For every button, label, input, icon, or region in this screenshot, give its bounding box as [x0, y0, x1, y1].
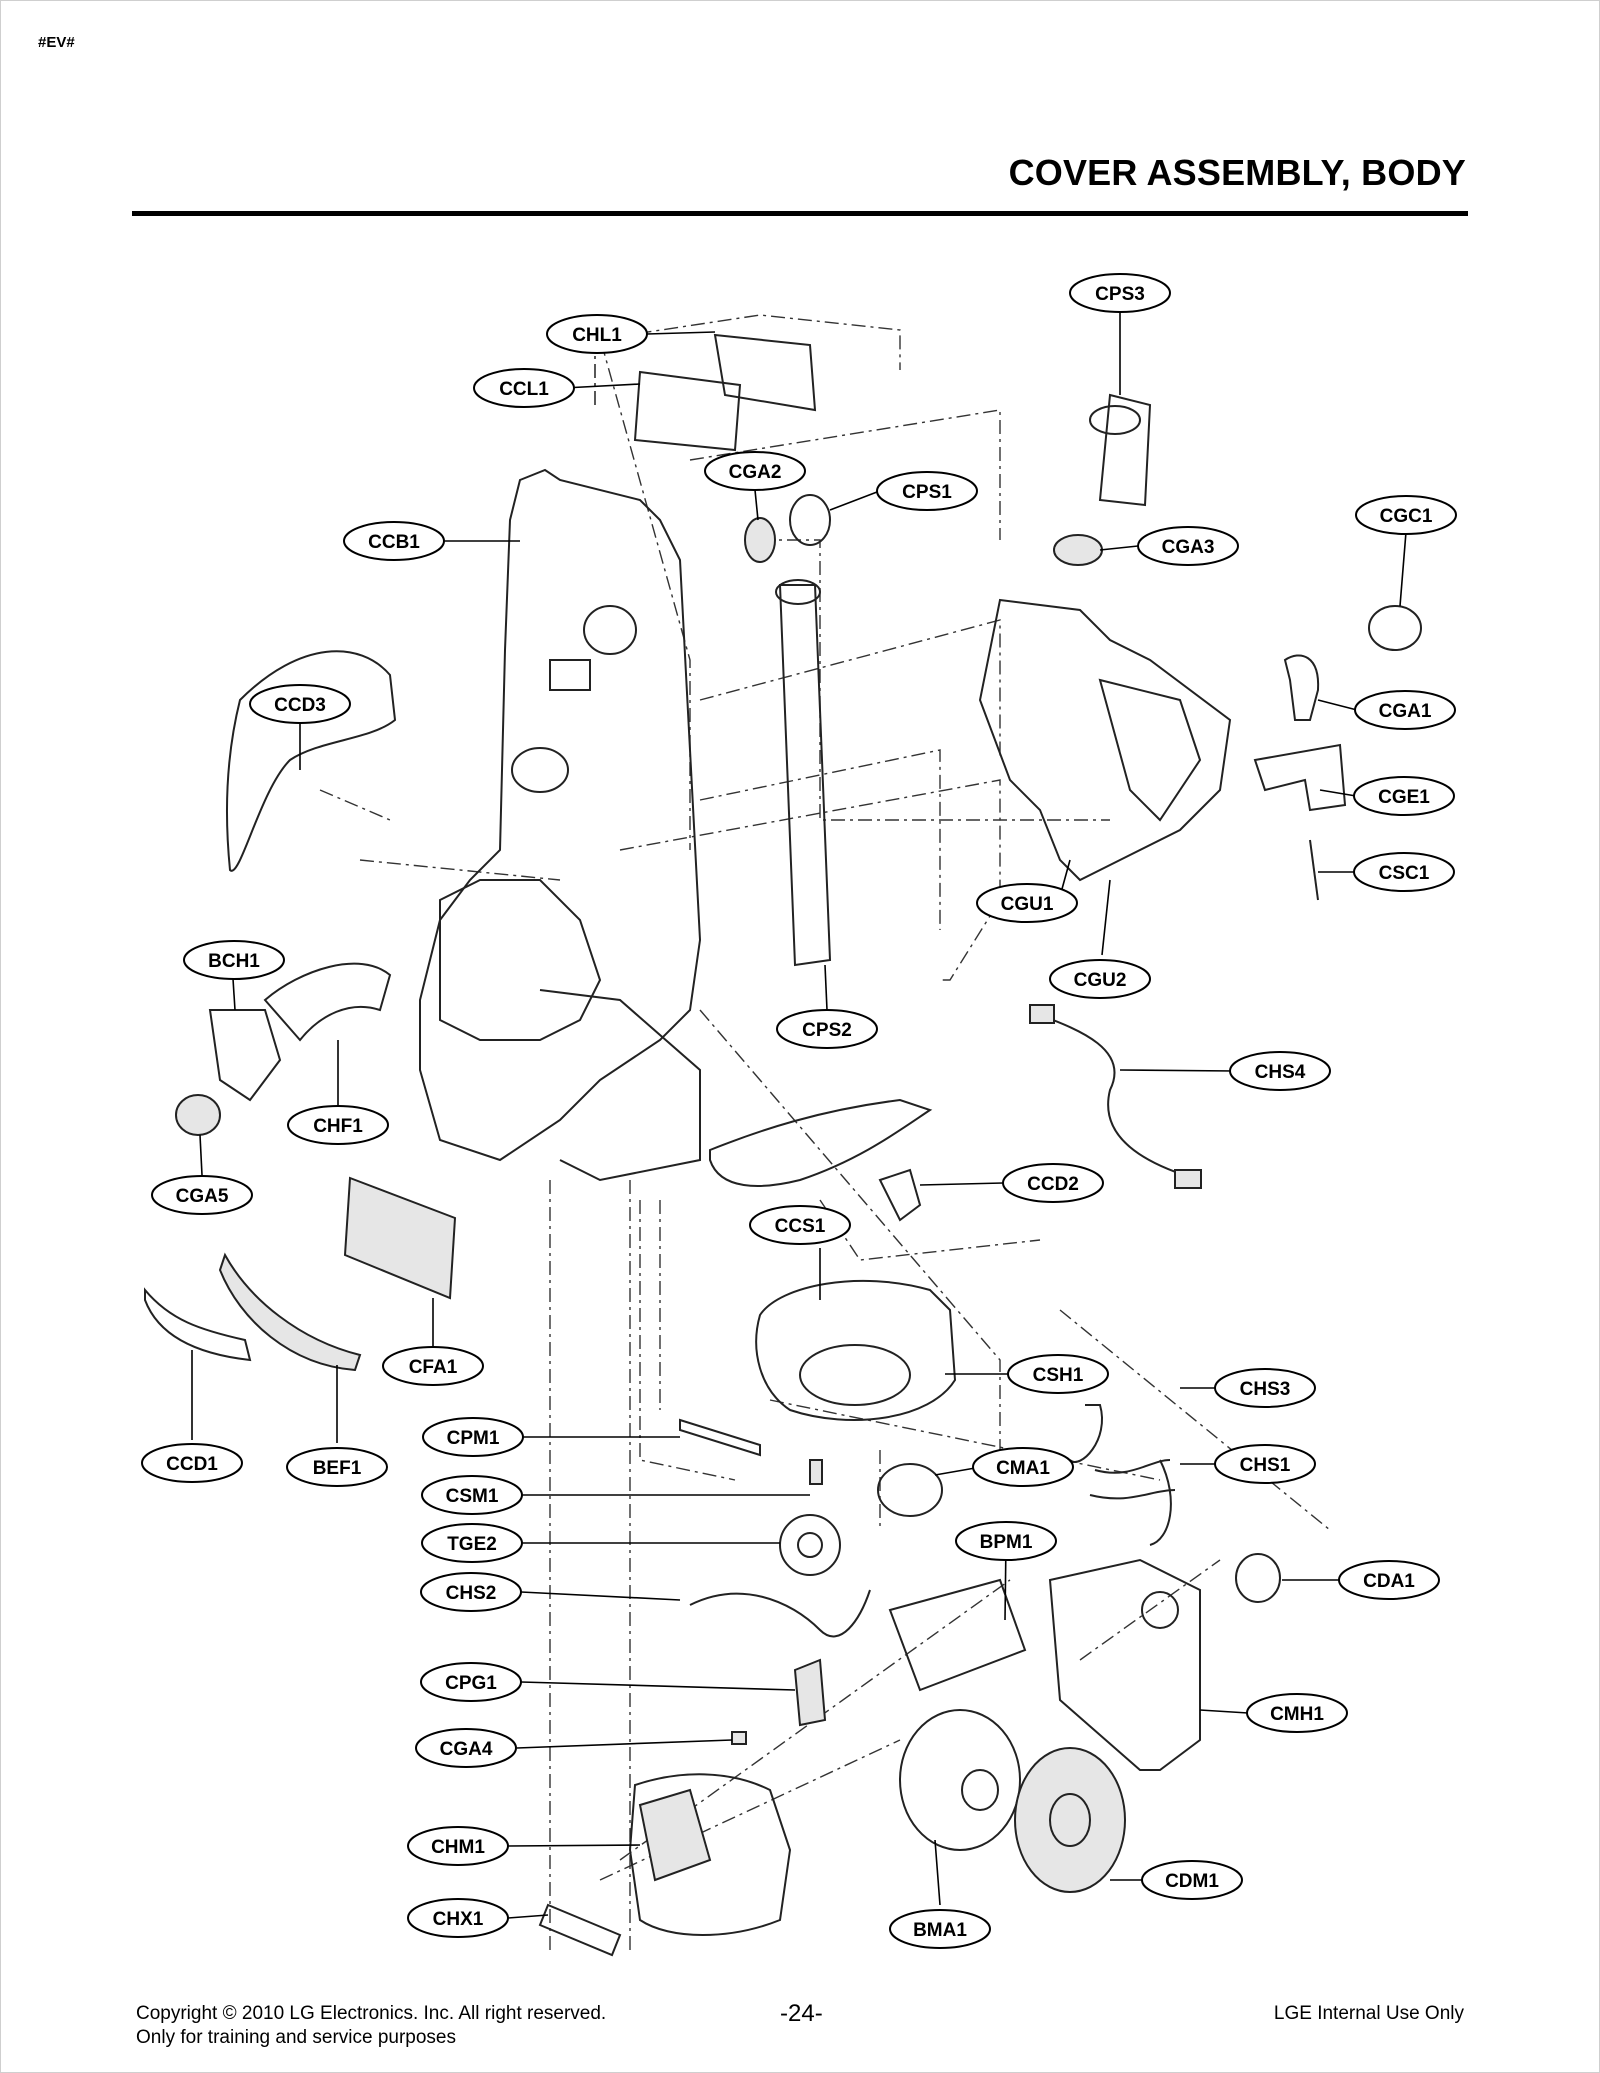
callout-bpm1: BPM1 — [955, 1521, 1057, 1561]
callout-bch1: BCH1 — [183, 940, 285, 980]
callout-cga1: CGA1 — [1354, 690, 1456, 730]
svg-text:CHF1: CHF1 — [313, 1116, 363, 1137]
svg-text:CCD3: CCD3 — [274, 695, 326, 716]
callout-ccd3: CCD3 — [249, 684, 351, 724]
callout-chx1: CHX1 — [407, 1898, 509, 1938]
svg-text:CHS2: CHS2 — [446, 1583, 497, 1604]
callout-cps1: CPS1 — [876, 471, 978, 511]
callout-chs4: CHS4 — [1229, 1051, 1331, 1091]
svg-text:CHS4: CHS4 — [1255, 1062, 1306, 1083]
svg-text:CCB1: CCB1 — [368, 532, 420, 553]
callout-bma1: BMA1 — [889, 1909, 991, 1949]
svg-text:CPS2: CPS2 — [802, 1020, 852, 1041]
callout-chf1: CHF1 — [287, 1105, 389, 1145]
svg-text:TGE2: TGE2 — [447, 1534, 497, 1555]
svg-text:CGC1: CGC1 — [1380, 506, 1433, 527]
svg-text:BPM1: BPM1 — [980, 1532, 1033, 1553]
svg-text:CHS3: CHS3 — [1240, 1379, 1291, 1400]
callout-ccb1: CCB1 — [343, 521, 445, 561]
callout-cga2: CGA2 — [704, 451, 806, 491]
callout-cga5: CGA5 — [151, 1175, 253, 1215]
svg-text:BCH1: BCH1 — [208, 951, 260, 972]
callout-ccd1: CCD1 — [141, 1443, 243, 1483]
svg-text:CPS1: CPS1 — [902, 482, 952, 503]
svg-text:CDA1: CDA1 — [1363, 1571, 1415, 1592]
part-outlines — [144, 333, 1422, 1957]
svg-text:CGA3: CGA3 — [1162, 537, 1215, 558]
svg-text:CGA4: CGA4 — [440, 1739, 493, 1760]
page-number: -24- — [780, 2000, 823, 2027]
callout-cma1: CMA1 — [972, 1447, 1074, 1487]
callout-cpm1: CPM1 — [422, 1417, 524, 1457]
callout-cgc1: CGC1 — [1355, 495, 1457, 535]
footer-internal-use: LGE Internal Use Only — [1273, 2003, 1464, 2024]
callout-cmh1: CMH1 — [1246, 1693, 1348, 1733]
svg-text:CPG1: CPG1 — [445, 1673, 497, 1694]
svg-text:CHS1: CHS1 — [1240, 1455, 1291, 1476]
callout-cpg1: CPG1 — [420, 1662, 522, 1702]
callout-chs1: CHS1 — [1214, 1444, 1316, 1484]
document-code: #EV# — [38, 34, 75, 51]
svg-text:CPM1: CPM1 — [447, 1428, 500, 1449]
svg-text:BMA1: BMA1 — [913, 1920, 967, 1941]
callout-cga3: CGA3 — [1137, 526, 1239, 566]
svg-text:CMA1: CMA1 — [996, 1458, 1050, 1479]
callout-cps3: CPS3 — [1069, 273, 1171, 313]
callout-chs2: CHS2 — [420, 1572, 522, 1612]
callout-cga4: CGA4 — [415, 1728, 517, 1768]
svg-text:CPS3: CPS3 — [1095, 284, 1145, 305]
footer-copyright: Copyright © 2010 LG Electronics. Inc. Al… — [136, 2003, 607, 2024]
svg-text:CGE1: CGE1 — [1378, 787, 1430, 808]
callout-csh1: CSH1 — [1007, 1354, 1109, 1394]
callout-ccs1: CCS1 — [749, 1205, 851, 1245]
title-rule — [132, 211, 1468, 216]
callout-ccd2: CCD2 — [1002, 1163, 1104, 1203]
svg-text:CSM1: CSM1 — [446, 1486, 499, 1507]
callout-bef1: BEF1 — [286, 1447, 388, 1487]
svg-text:CSH1: CSH1 — [1033, 1365, 1084, 1386]
svg-text:CGU1: CGU1 — [1001, 894, 1054, 915]
svg-text:CGA1: CGA1 — [1379, 701, 1432, 722]
svg-text:CHX1: CHX1 — [433, 1909, 484, 1930]
callout-cfa1: CFA1 — [382, 1346, 484, 1386]
svg-text:CCD1: CCD1 — [166, 1454, 218, 1475]
svg-text:CDM1: CDM1 — [1165, 1871, 1219, 1892]
svg-text:CGU2: CGU2 — [1074, 970, 1127, 991]
callout-cdm1: CDM1 — [1141, 1860, 1243, 1900]
svg-text:CHL1: CHL1 — [572, 325, 622, 346]
svg-text:CGA5: CGA5 — [176, 1186, 229, 1207]
svg-text:CFA1: CFA1 — [409, 1357, 458, 1378]
assembly-guide-lines — [319, 314, 1331, 1950]
callout-chm1: CHM1 — [407, 1826, 509, 1866]
svg-text:CHM1: CHM1 — [431, 1837, 485, 1858]
svg-text:CSC1: CSC1 — [1379, 863, 1430, 884]
callout-tge2: TGE2 — [421, 1523, 523, 1563]
svg-text:CGA2: CGA2 — [729, 462, 782, 483]
callout-cps2: CPS2 — [776, 1009, 878, 1049]
callout-csc1: CSC1 — [1353, 852, 1455, 892]
footer-training-note: Only for training and service purposes — [136, 2027, 456, 2048]
svg-text:CCL1: CCL1 — [499, 379, 549, 400]
callout-cgu2: CGU2 — [1049, 959, 1151, 999]
svg-text:CMH1: CMH1 — [1270, 1704, 1324, 1725]
callout-chl1: CHL1 — [546, 314, 648, 354]
body-cover-part — [419, 468, 702, 1162]
callout-chs3: CHS3 — [1214, 1368, 1316, 1408]
svg-text:CCD2: CCD2 — [1027, 1174, 1079, 1195]
callout-csm1: CSM1 — [421, 1475, 523, 1515]
page-title: COVER ASSEMBLY, BODY — [1008, 152, 1466, 193]
callout-cge1: CGE1 — [1353, 776, 1455, 816]
callout-ccl1: CCL1 — [473, 368, 575, 408]
svg-text:CCS1: CCS1 — [775, 1216, 826, 1237]
callout-cgu1: CGU1 — [976, 883, 1078, 923]
callout-cda1: CDA1 — [1338, 1560, 1440, 1600]
svg-text:BEF1: BEF1 — [313, 1458, 362, 1479]
